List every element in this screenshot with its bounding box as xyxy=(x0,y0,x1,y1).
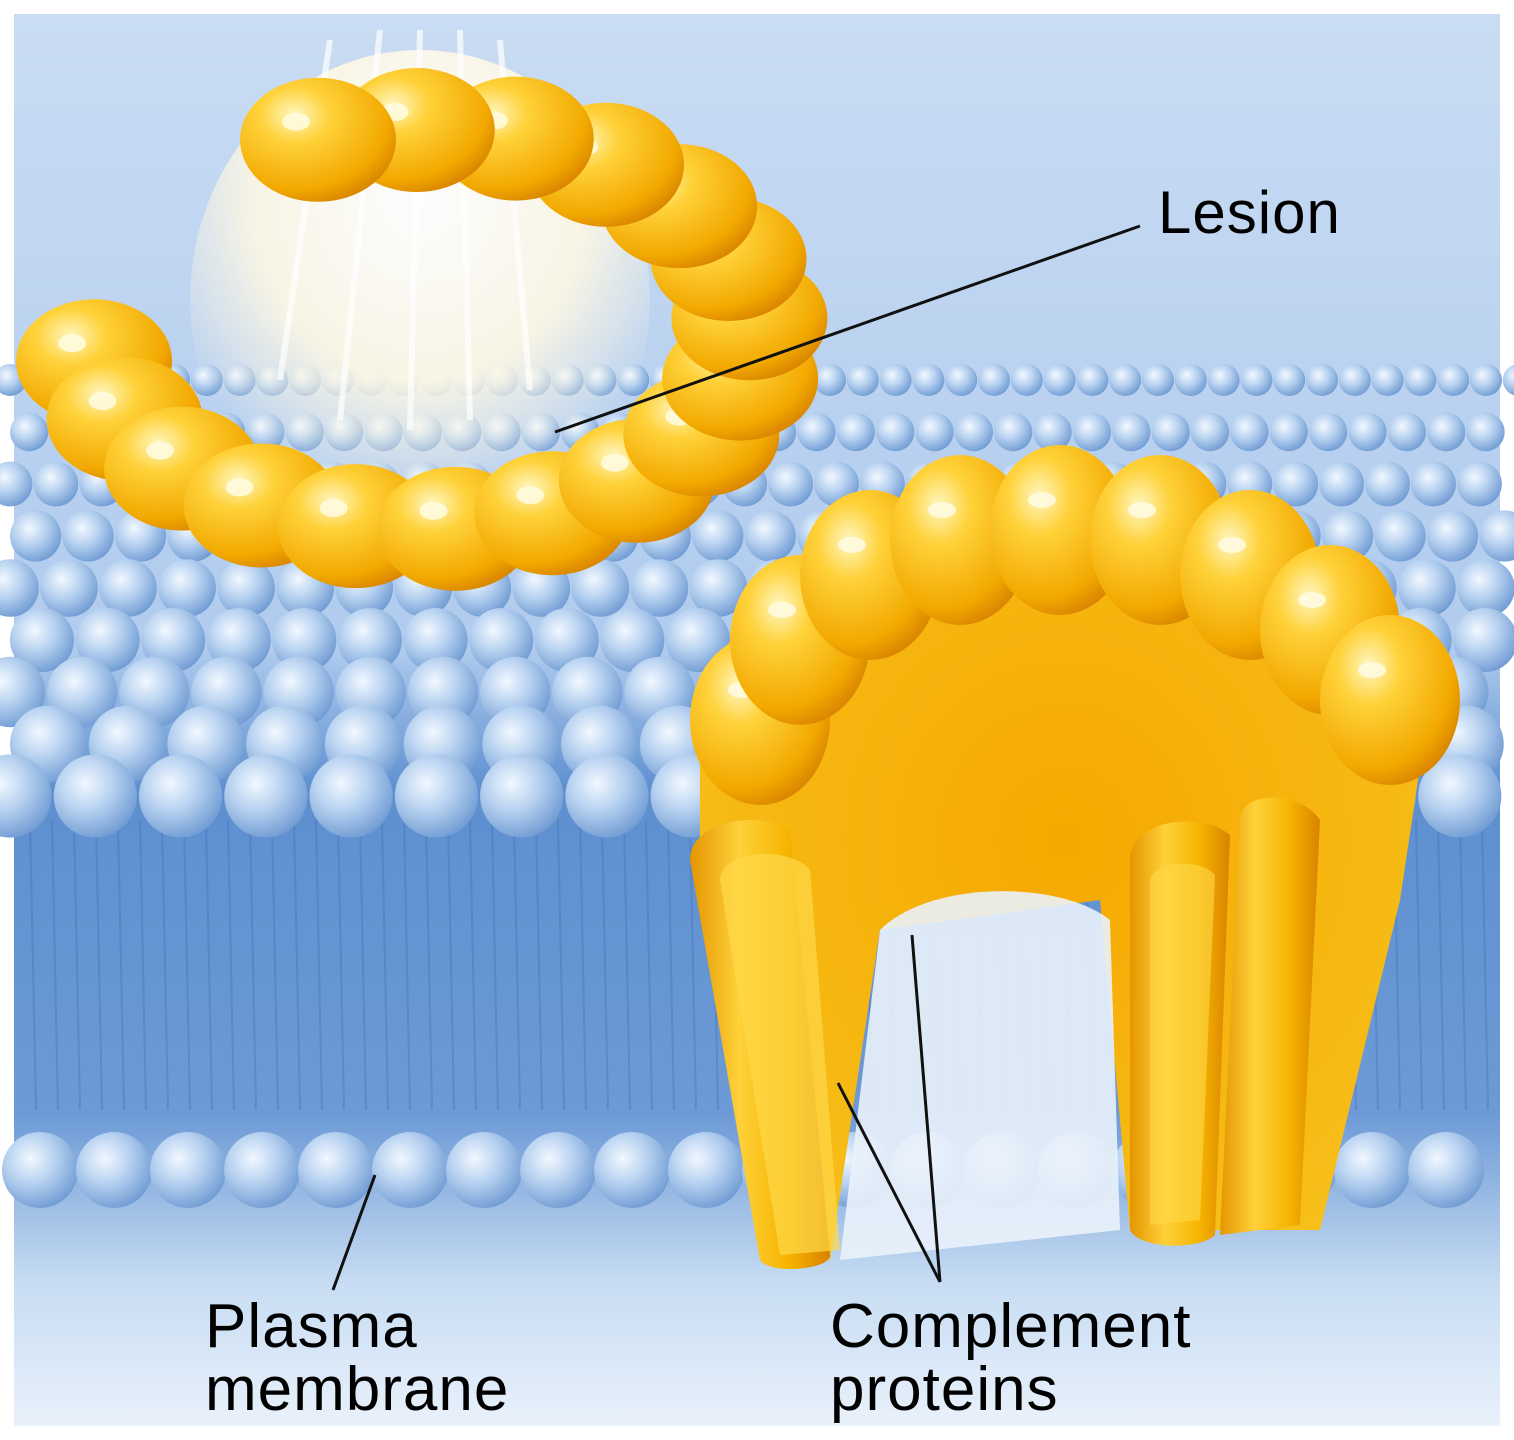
label-lesion-text: Lesion xyxy=(1158,182,1341,243)
label-plasma-line2: membrane xyxy=(205,1358,509,1421)
label-plasma-membrane: Plasma membrane xyxy=(205,1295,509,1421)
lipid-head-icon xyxy=(10,413,48,451)
lipid-head-icon xyxy=(1365,462,1410,507)
lipid-head-icon xyxy=(1427,510,1478,561)
lipid-head-icon xyxy=(224,754,307,837)
lipid-head-icon xyxy=(1191,413,1229,451)
lipid-head-icon xyxy=(76,1132,152,1208)
lipid-head-icon xyxy=(880,364,912,396)
lipid-head-icon xyxy=(978,364,1010,396)
lipid-head-icon xyxy=(1408,1132,1484,1208)
lipid-head-icon xyxy=(139,754,222,837)
lipid-head-icon xyxy=(1109,364,1141,396)
lipid-head-icon xyxy=(1208,364,1240,396)
lipid-head-icon xyxy=(692,510,743,561)
label-complement-line2: proteins xyxy=(830,1358,1191,1421)
lipid-head-icon xyxy=(217,559,275,617)
lipid-head-icon xyxy=(565,754,648,837)
lipid-head-icon xyxy=(1112,413,1150,451)
lipid-head-icon xyxy=(1306,364,1338,396)
lipid-head-icon xyxy=(1319,462,1364,507)
lipid-head-icon xyxy=(1011,364,1043,396)
lipid-head-icon xyxy=(298,1132,374,1208)
lipid-head-icon xyxy=(912,364,944,396)
lipid-head-icon xyxy=(372,1132,448,1208)
lipid-head-icon xyxy=(40,559,98,617)
lipid-head-icon xyxy=(310,754,393,837)
complement-protein-lobe xyxy=(1320,615,1460,785)
lipid-head-icon xyxy=(224,1132,300,1208)
label-complement-line1: Complement xyxy=(830,1295,1191,1358)
complement-protein-bead xyxy=(240,78,396,202)
lipid-head-icon xyxy=(62,510,113,561)
lipid-head-icon xyxy=(1175,364,1207,396)
label-plasma-line1: Plasma xyxy=(205,1295,509,1358)
lipid-head-icon xyxy=(395,754,478,837)
lipid-head-icon xyxy=(668,1132,744,1208)
lipid-head-icon xyxy=(847,364,879,396)
lipid-head-icon xyxy=(34,462,79,507)
lipid-head-icon xyxy=(955,413,993,451)
lipid-head-icon xyxy=(1457,462,1502,507)
lipid-head-icon xyxy=(1339,364,1371,396)
lipid-head-icon xyxy=(1076,364,1108,396)
lipid-head-icon xyxy=(1388,413,1426,451)
lipid-head-icon xyxy=(1466,413,1504,451)
lipid-head-icon xyxy=(1151,413,1189,451)
lipid-head-icon xyxy=(994,413,1032,451)
lipid-head-icon xyxy=(768,462,813,507)
lipid-head-icon xyxy=(2,1132,78,1208)
lipid-head-icon xyxy=(876,413,914,451)
lipid-head-icon xyxy=(158,559,216,617)
lipid-head-icon xyxy=(1073,413,1111,451)
lipid-head-icon xyxy=(520,1132,596,1208)
lipid-head-icon xyxy=(1404,364,1436,396)
lipid-head-icon xyxy=(1348,413,1386,451)
lipid-head-icon xyxy=(837,413,875,451)
lipid-head-icon xyxy=(1411,462,1456,507)
lipid-head-icon xyxy=(1372,364,1404,396)
lipid-head-icon xyxy=(915,413,953,451)
lipid-head-icon xyxy=(1270,413,1308,451)
lipid-head-icon xyxy=(745,510,796,561)
lipid-head-icon xyxy=(446,1132,522,1208)
lipid-head-icon xyxy=(1334,1132,1410,1208)
lipid-head-icon xyxy=(10,510,61,561)
lipid-head-icon xyxy=(54,754,137,837)
lipid-head-icon xyxy=(1240,364,1272,396)
lipid-head-icon xyxy=(1437,364,1469,396)
lipid-head-icon xyxy=(797,413,835,451)
lipid-head-icon xyxy=(945,364,977,396)
lipid-head-icon xyxy=(594,1132,670,1208)
label-complement-proteins: Complement proteins xyxy=(830,1295,1191,1421)
lipid-head-icon xyxy=(150,1132,226,1208)
lipid-head-icon xyxy=(1230,413,1268,451)
lipid-head-icon xyxy=(814,364,846,396)
lipid-head-icon xyxy=(1470,364,1502,396)
lipid-head-icon xyxy=(480,754,563,837)
lipid-head-icon xyxy=(1273,364,1305,396)
lipid-head-icon xyxy=(1044,364,1076,396)
lipid-head-icon xyxy=(1398,559,1456,617)
lipid-head-icon xyxy=(631,559,689,617)
lipid-head-icon xyxy=(1309,413,1347,451)
lipid-head-icon xyxy=(1427,413,1465,451)
lipid-head-icon xyxy=(1374,510,1425,561)
lipid-head-icon xyxy=(1142,364,1174,396)
lipid-head-icon xyxy=(1503,364,1514,396)
label-lesion: Lesion xyxy=(1158,182,1341,243)
